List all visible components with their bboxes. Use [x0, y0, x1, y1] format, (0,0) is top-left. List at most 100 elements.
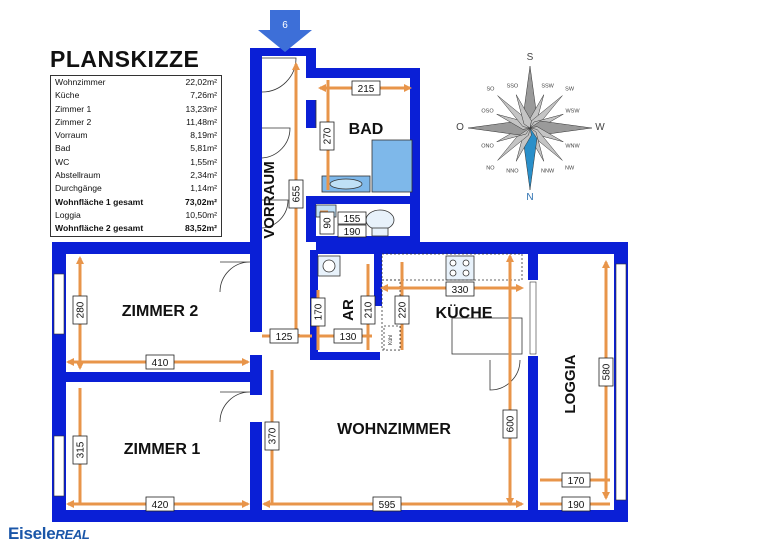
room-label-vorraum: VORRAUM [261, 161, 278, 239]
dim-z1-height: 315 [76, 441, 87, 458]
area-row: Vorraum 8,19m² [51, 129, 222, 142]
dim-ar-width: 130 [340, 332, 357, 343]
compass-label: N [526, 192, 533, 203]
compass-label: NNO [506, 169, 519, 175]
area-label: Zimmer 2 [55, 116, 92, 127]
room-label-ar: AR [340, 299, 357, 321]
compass-label: W [595, 122, 605, 133]
dim-kueche-height: 220 [398, 301, 409, 318]
area-row: Loggia 10,50m² [51, 209, 222, 222]
fridge-label: Kühl [388, 335, 394, 345]
area-value: 8,19m² [190, 130, 217, 141]
room-label-loggia: LOGGIA [562, 354, 579, 413]
area-label: Loggia [55, 209, 81, 220]
plan-title: PLANSKIZZE [50, 46, 200, 72]
area-row: Zimmer 2 11,48m² [51, 116, 222, 129]
area-label: Zimmer 1 [55, 103, 92, 114]
dimension-arrowheads [66, 62, 610, 508]
dimension-boxes [72, 80, 614, 512]
area-row: Durchgänge 1,14m² [51, 182, 222, 195]
area-label: Vorraum [55, 130, 88, 141]
room-label-kueche: KÜCHE [436, 303, 493, 322]
dim-kueche-width: 330 [452, 285, 469, 296]
dim-z2-width: 410 [152, 358, 169, 369]
room-label-zimmer1: ZIMMER 1 [124, 441, 201, 458]
area-row: Wohnfläche 1 gesamt 73,02m² [51, 196, 222, 209]
dim-loggia-width-2: 190 [568, 500, 585, 511]
logo-text-1: Eisele [8, 524, 56, 543]
room-label-wohnzimmer: WOHNZIMMER [337, 421, 451, 438]
area-row: Wohnzimmer 22,02m² [51, 76, 222, 90]
area-label: Abstellraum [55, 170, 101, 181]
dim-wz-width: 595 [379, 500, 396, 511]
shower [371, 139, 413, 193]
windows [53, 263, 627, 501]
fixtures [315, 139, 523, 355]
dimension-values: 215 270 655 155 190 90 280 410 125 170 1… [76, 84, 613, 511]
area-label: Wohnzimmer [55, 77, 106, 87]
dim-wc-height: 90 [323, 217, 334, 229]
dim-z1-width: 420 [152, 500, 169, 511]
area-value: 1,55m² [190, 156, 217, 167]
compass-label: SSW [541, 84, 554, 90]
compass-label: SW [565, 86, 575, 92]
entrance-number: 6 [282, 20, 288, 31]
dim-vorraum-height: 655 [292, 185, 303, 202]
room-label-bad: BAD [349, 121, 384, 138]
dim-loggia-width-1: 170 [568, 476, 585, 487]
area-row: WC 1,55m² [51, 156, 222, 169]
area-label: Durchgänge [55, 183, 102, 194]
dim-wc-length: 190 [344, 227, 361, 238]
dim-bad-height: 270 [323, 127, 334, 144]
room-label-zimmer2: ZIMMER 2 [122, 303, 199, 320]
dim-z2-height: 280 [76, 301, 87, 318]
sink [329, 178, 363, 190]
area-value: 13,23m² [185, 103, 217, 114]
area-value: 11,48m² [186, 116, 217, 127]
compass-label: NO [486, 166, 495, 172]
compass-label: NNW [541, 169, 555, 175]
area-table: Wohnzimmer 22,02m² Küche 7,26m² Zimmer 1 13,2… [50, 75, 222, 237]
room-labels: BAD VORRAUM ZIMMER 2 ZIMMER 1 AR KÜCHE W… [122, 121, 579, 458]
area-value: 1,14m² [190, 183, 217, 194]
fridge [383, 325, 401, 351]
compass-label: WSW [565, 108, 580, 114]
area-value: 7,26m² [190, 90, 217, 101]
kitchen-table [451, 317, 523, 355]
area-row: Bad 5,81m² [51, 142, 222, 155]
compass-label: OSO [481, 108, 494, 114]
compass-label: SSO [507, 84, 519, 90]
area-row: Abstellraum 2,34m² [51, 169, 222, 182]
area-label: Wohnfläche 1 gesamt [55, 196, 144, 207]
area-value: 22,02m² [185, 77, 217, 87]
compass-label: ONO [481, 144, 494, 150]
entrance-arrow: 6 [258, 10, 312, 52]
logo-text-2: REAL [55, 527, 90, 542]
area-value: 83,52m² [184, 223, 217, 234]
area-value: 2,34m² [190, 170, 217, 181]
dim-wc-width: 155 [344, 214, 361, 225]
area-value: 5,81m² [190, 143, 217, 154]
area-value: 73,02m² [184, 196, 217, 207]
dim-ar-height: 170 [314, 303, 325, 320]
kitchen-counter [381, 253, 523, 281]
dim-wz-height: 370 [268, 427, 279, 444]
dim-ar-side: 210 [364, 301, 375, 318]
compass-ray [515, 94, 532, 129]
dim-loggia-height: 580 [602, 363, 613, 380]
compass-label: SO [486, 86, 495, 92]
area-row: Küche 7,26m² [51, 89, 222, 102]
area-label: Küche [55, 90, 80, 101]
dim-wz-depth: 600 [506, 415, 517, 432]
dim-durchgang-width: 125 [276, 332, 293, 343]
area-label: WC [55, 156, 70, 167]
dim-bad-width: 215 [358, 84, 375, 95]
area-value: 10,50m² [185, 209, 217, 220]
area-label: Bad [55, 143, 71, 154]
compass-label: NW [565, 166, 575, 172]
stove [445, 255, 475, 281]
compass-label: WNW [565, 144, 580, 150]
